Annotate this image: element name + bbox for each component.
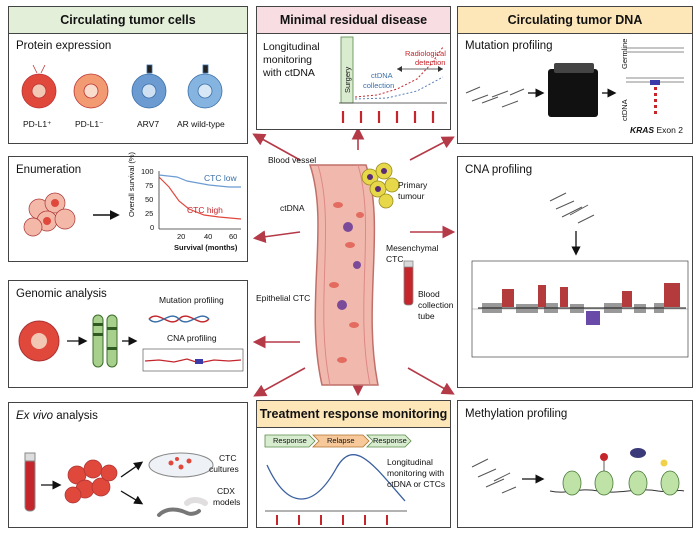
- mrd-ctdna-label-2: collection: [363, 81, 395, 90]
- phase-relapse-shape: [312, 434, 370, 448]
- cna-profiling-panel: CNA profiling: [457, 156, 693, 388]
- phase-label-response-1: Response: [273, 436, 307, 445]
- treatment-desc-1: Longitudinal: [387, 457, 433, 467]
- mrd-surgery-label: Surgery: [343, 66, 352, 93]
- ctc-cultures-label-2: cultures: [209, 464, 239, 474]
- protein-expression-title: Protein expression: [16, 40, 112, 52]
- cell-label-arv7: ARV7: [137, 119, 160, 129]
- cell-label-pdl1-neg: PD-L1⁻: [75, 119, 104, 129]
- mrd-desc-1: Longitudinal: [263, 41, 320, 53]
- ctc-cultures-label-1: CTC: [219, 453, 237, 463]
- enumeration-panel: Enumeration Overall survival (%) 100 75 …: [8, 152, 248, 262]
- kras-gene-label: KRAS: [630, 125, 655, 135]
- phase-response-1-shape: [264, 434, 316, 448]
- treatment-drawing: [264, 434, 412, 525]
- ctdna-top-panel: Circulating tumor DNA Mutation profiling…: [457, 6, 693, 144]
- blood-vessel-label: Blood vessel: [268, 155, 317, 165]
- ctdna-header: Circulating tumor DNA: [458, 7, 692, 34]
- mrd-desc-3: with ctDNA: [263, 67, 315, 79]
- methylation-panel: Methylation profiling: [457, 400, 693, 528]
- cdx-models-label-1: CDX: [217, 486, 235, 496]
- exvivo-panel: Ex vivo analysis CTC cultures CDX models: [8, 402, 248, 528]
- ctdna-mutation-drawing: [465, 47, 684, 117]
- ctc-low-label: CTC low: [204, 173, 237, 183]
- ctc-high-curve: [158, 176, 242, 220]
- enum-ylabel: Overall survival (%): [127, 151, 136, 217]
- mrd-drawing: [339, 36, 447, 123]
- ctdna-label: ctDNA: [280, 203, 305, 213]
- cell-label-pdl1-pos: PD-L1⁺: [23, 119, 52, 129]
- mrd-radio-label-2: detection: [415, 58, 446, 67]
- epithelial-ctc-label: Epithelial CTC: [256, 293, 311, 303]
- methylation-drawing: [471, 448, 685, 496]
- genomic-mutation-label: Mutation profiling: [159, 295, 224, 305]
- enum-xtick-40: 40: [204, 232, 213, 241]
- enum-ytick-0: 0: [150, 223, 155, 232]
- treatment-desc-2: monitoring with: [387, 468, 445, 478]
- arrow-to-exvivo: [253, 367, 306, 397]
- genomic-cna-label: CNA profiling: [167, 333, 217, 343]
- kras-exon-rest-label: Exon 2: [654, 125, 683, 135]
- exvivo-title: Ex vivo analysis: [16, 410, 98, 422]
- methylation-title: Methylation profiling: [465, 408, 568, 420]
- mesenchymal-ctc-label-1: Mesenchymal: [386, 243, 439, 253]
- arrow-to-methylation: [407, 367, 455, 395]
- treatment-panel: Treatment response monitoring Response R…: [256, 400, 451, 528]
- central-illustration: Blood vessel Primary tumour ctDNA Mesenc…: [256, 135, 456, 397]
- protein-cells-drawing: [21, 64, 223, 109]
- blood-vessel-drawing: [308, 162, 414, 386]
- enum-ytick-100: 100: [141, 167, 154, 176]
- blood-tube-label-3: tube: [418, 311, 435, 321]
- enum-xlabel: Survival (months): [174, 243, 238, 252]
- phase-response-2-shape: [366, 434, 412, 448]
- ctc-high-label: CTC high: [187, 205, 223, 215]
- ctdna-axis-label: ctDNA: [620, 99, 629, 121]
- cna-profiling-title: CNA profiling: [465, 164, 533, 176]
- germline-label: Germline: [620, 38, 629, 69]
- ctc-low-curve: [158, 174, 241, 188]
- genomic-drawing: [18, 314, 244, 372]
- ctc-top-panel: Circulating tumor cells Protein expressi…: [8, 6, 248, 144]
- mesenchymal-ctc-label-2: CTC: [386, 254, 404, 264]
- cna-drawing: [471, 192, 689, 358]
- phase-label-relapse: Relapse: [327, 436, 355, 445]
- arrow-to-protein: [252, 133, 301, 161]
- enumeration-title: Enumeration: [16, 164, 82, 176]
- mrd-desc-2: monitoring: [263, 54, 313, 66]
- treatment-desc-3: ctDNA or CTCs: [387, 479, 446, 489]
- enum-ytick-50: 50: [145, 195, 154, 204]
- mrd-panel: Minimal residual disease Longitudinal mo…: [256, 6, 451, 130]
- enum-ytick-25: 25: [145, 209, 154, 218]
- primary-tumour-label-2: tumour: [398, 191, 425, 201]
- arrow-to-enumeration: [252, 230, 301, 244]
- genomic-analysis-panel: Genomic analysis Mutation profiling CNA …: [8, 280, 248, 388]
- enum-xtick-20: 20: [177, 232, 186, 241]
- blood-tube-label-1: Blood: [418, 289, 440, 299]
- ctdna-mutation-title: Mutation profiling: [465, 40, 553, 52]
- kras-exon-label: KRAS Exon 2: [630, 125, 683, 135]
- mrd-header: Minimal residual disease: [257, 7, 450, 34]
- primary-tumour-label-1: Primary: [398, 180, 428, 190]
- ctc-header: Circulating tumor cells: [9, 7, 247, 34]
- exvivo-title-rest: analysis: [53, 410, 98, 422]
- arrow-to-mutation: [409, 136, 455, 161]
- cdx-models-label-2: models: [213, 497, 241, 507]
- mrd-radio-label-1: Radiological: [405, 49, 446, 58]
- cell-label-ar-wildtype: AR wild-type: [177, 119, 225, 129]
- treatment-header: Treatment response monitoring: [257, 401, 450, 428]
- phase-label-response-2: Response: [373, 436, 407, 445]
- blood-tube-label-2: collection: [418, 300, 454, 310]
- genomic-analysis-title: Genomic analysis: [16, 288, 107, 300]
- enum-ytick-75: 75: [145, 181, 154, 190]
- exvivo-title-italic: Ex vivo: [16, 410, 54, 422]
- enum-xtick-60: 60: [229, 232, 238, 241]
- enumeration-drawing: [23, 171, 242, 237]
- mrd-ctdna-label-1: ctDNA: [371, 71, 393, 80]
- exvivo-drawing: [24, 452, 214, 517]
